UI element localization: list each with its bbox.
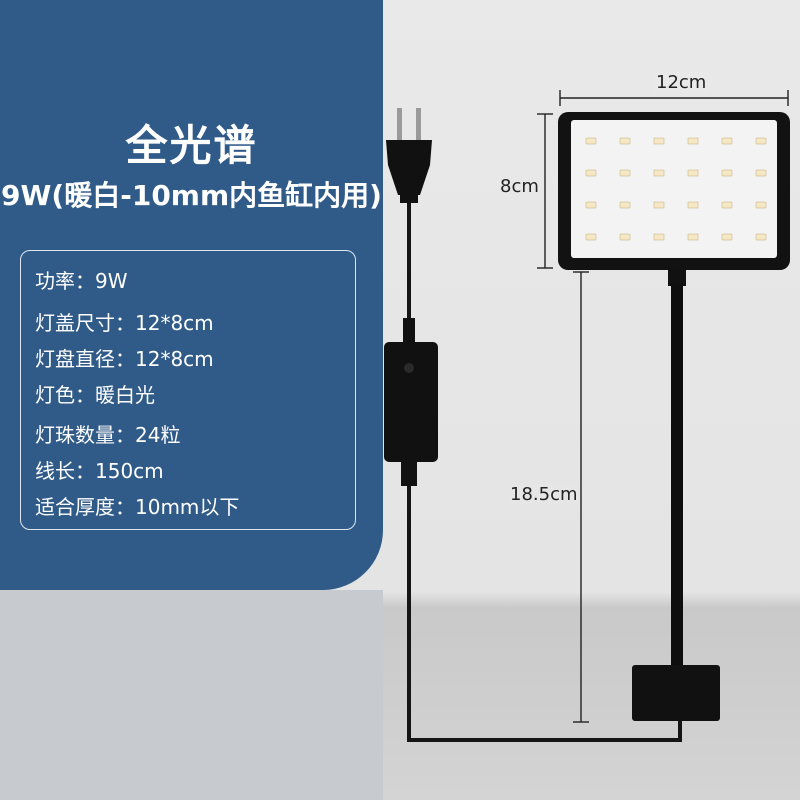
width-dimension-label: 12cm [652,72,711,93]
product-title: 全光谱 [125,121,258,170]
led-chip [755,201,767,209]
stem-dimension-label: 18.5cm [510,484,578,505]
led-chip [687,137,699,145]
power-plug-icon [386,108,432,203]
led-chip [721,169,733,177]
led-chip [755,137,767,145]
product-subtitle: 9W(暖白-10mm内鱼缸内用) [1,179,382,212]
led-chip [653,233,665,241]
led-chip [619,137,631,145]
spec-value: 12*8cm [135,311,214,335]
spec-label: 适合厚度： [35,495,135,519]
spec-value: 暖白光 [95,383,155,407]
height-dimension-label: 8cm [500,176,539,197]
spec-row-panel-size: 灯盘直径：12*8cm [35,343,214,372]
inline-switch [384,318,438,486]
power-cable [407,200,682,742]
lamp-head [558,112,790,270]
led-chip [755,169,767,177]
lower-background [0,590,383,800]
spec-value: 150cm [95,459,164,483]
led-chip [619,233,631,241]
spec-label: 灯盖尺寸： [35,311,135,335]
spec-row-power: 功率：9W [35,265,128,294]
led-chip [585,201,597,209]
spec-row-cover-size: 灯盖尺寸：12*8cm [35,307,214,336]
spec-row-led-count: 灯珠数量：24粒 [35,419,180,448]
led-chip [721,201,733,209]
led-chip [653,201,665,209]
led-chip [721,233,733,241]
led-chip [619,201,631,209]
led-chip [687,201,699,209]
led-chip [721,137,733,145]
spec-label: 线长： [35,459,95,483]
led-chip [585,137,597,145]
spec-value: 24粒 [135,423,181,447]
spec-box: 功率：9W 灯盖尺寸：12*8cm 灯盘直径：12*8cm 灯色：暖白光 灯珠数… [20,250,356,530]
spec-value: 9W [95,269,128,293]
led-chip [755,233,767,241]
led-chip [687,233,699,241]
spec-value: 10mm以下 [135,495,240,519]
spec-label: 灯珠数量： [35,423,135,447]
led-chip [687,169,699,177]
led-chip [585,169,597,177]
info-panel [0,0,383,590]
spec-label: 灯色： [35,383,95,407]
tank-clamp [632,665,720,721]
led-chip [619,169,631,177]
led-chip [653,137,665,145]
spec-row-thickness: 适合厚度：10mm以下 [35,491,239,520]
led-chip [653,169,665,177]
dimension-lines [537,90,789,723]
led-chip [585,233,597,241]
spec-label: 功率： [35,269,95,293]
spec-row-cable-length: 线长：150cm [35,455,164,484]
led-grid [585,137,767,241]
spec-value: 12*8cm [135,347,214,371]
lamp-stem [671,284,683,670]
spec-row-light-color: 灯色：暖白光 [35,379,155,408]
spec-label: 灯盘直径： [35,347,135,371]
